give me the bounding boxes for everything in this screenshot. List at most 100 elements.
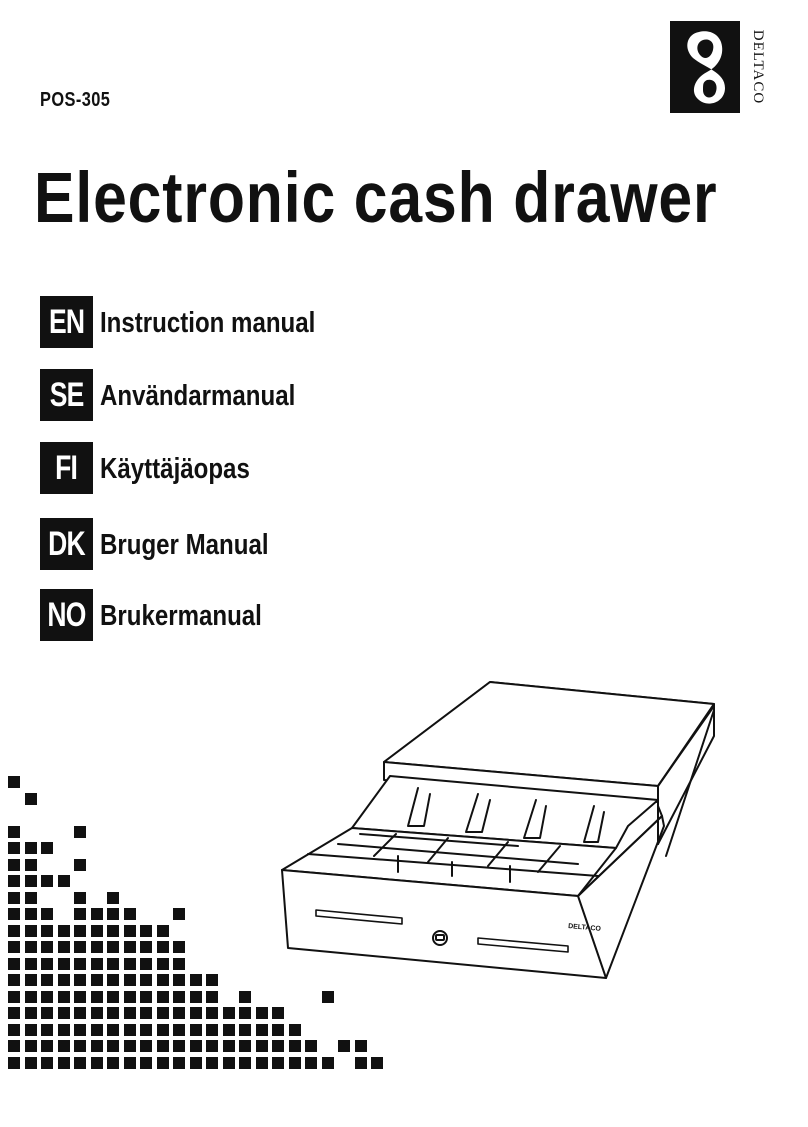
language-label: Bruger Manual: [100, 529, 269, 561]
pixel-square: [222, 1056, 235, 1069]
pixel-square: [222, 1023, 235, 1036]
pixel-square: [24, 858, 37, 871]
pixel-square: [8, 924, 20, 937]
language-code-badge: EN: [40, 296, 93, 348]
pixel-square: [74, 924, 86, 937]
pixel-square: [41, 1023, 53, 1036]
pixel-square: [156, 924, 169, 937]
language-label: Käyttäjäopas: [100, 453, 250, 485]
pixel-square: [90, 1007, 103, 1019]
pixel-square: [74, 891, 86, 904]
pixel-square: [156, 1023, 169, 1036]
logo-text: DELTACO: [750, 30, 764, 104]
pixel-square: [255, 1007, 268, 1019]
pixel-square: [272, 1007, 284, 1019]
pixel-square: [206, 1040, 218, 1052]
pixel-square: [74, 1040, 86, 1052]
pixel-square: [107, 1040, 119, 1052]
pixel-square: [8, 891, 20, 904]
pixel-square: [371, 1056, 383, 1069]
pixel-square: [173, 957, 185, 970]
pixel-square: [272, 1040, 284, 1052]
pixel-square: [107, 908, 119, 920]
pixel-square: [57, 1040, 70, 1052]
pixel-square: [74, 957, 86, 970]
pixel-square: [24, 941, 37, 953]
language-code-badge: DK: [40, 518, 93, 570]
pixel-square: [24, 957, 37, 970]
pixel-square: [74, 908, 86, 920]
pixel-square: [74, 1056, 86, 1069]
pixel-square: [8, 858, 20, 871]
pixel-square: [107, 1056, 119, 1069]
pixel-square: [57, 941, 70, 953]
pixel-square: [57, 1023, 70, 1036]
pixel-square: [123, 990, 136, 1003]
language-code-badge: FI: [40, 442, 93, 494]
pixel-square: [74, 1007, 86, 1019]
pixel-square: [90, 957, 103, 970]
pixel-square: [140, 974, 152, 986]
pixel-square: [41, 974, 53, 986]
pixel-square: [123, 1023, 136, 1036]
pixel-square: [173, 1007, 185, 1019]
pixel-square: [8, 1056, 20, 1069]
pixel-square: [189, 1056, 202, 1069]
pixel-square: [24, 1007, 37, 1019]
pixel-square: [107, 1007, 119, 1019]
pixel-square: [90, 990, 103, 1003]
pixel-square: [173, 1040, 185, 1052]
pixel-square: [140, 1023, 152, 1036]
pixel-square: [173, 1023, 185, 1036]
pixel-square: [107, 891, 119, 904]
pixel-square: [8, 776, 20, 788]
pixel-square: [354, 1056, 367, 1069]
pixel-square: [41, 875, 53, 887]
pixel-square: [107, 1023, 119, 1036]
pixel-square: [305, 1056, 317, 1069]
pixel-square: [156, 1056, 169, 1069]
pixel-square: [24, 1040, 37, 1052]
pixel-square: [90, 908, 103, 920]
pixel-square: [206, 974, 218, 986]
pixel-squares-pattern: [0, 770, 383, 1120]
pixel-square: [321, 1056, 334, 1069]
pixel-square: [255, 1040, 268, 1052]
pixel-square: [90, 941, 103, 953]
pixel-square: [189, 974, 202, 986]
pixel-square: [123, 908, 136, 920]
pixel-square: [156, 941, 169, 953]
pixel-square: [123, 1040, 136, 1052]
pixel-square: [156, 1007, 169, 1019]
pixel-square: [41, 1040, 53, 1052]
pixel-square: [90, 974, 103, 986]
pixel-square: [288, 1056, 301, 1069]
pixel-square: [57, 875, 70, 887]
pixel-square: [24, 891, 37, 904]
pixel-square: [8, 1023, 20, 1036]
pixel-square: [24, 990, 37, 1003]
pixel-square: [173, 990, 185, 1003]
pixel-square: [74, 974, 86, 986]
pixel-square: [140, 941, 152, 953]
pixel-square: [338, 1040, 350, 1052]
pixel-square: [74, 941, 86, 953]
pixel-square: [74, 858, 86, 871]
pixel-square: [140, 1040, 152, 1052]
pixel-square: [239, 1023, 251, 1036]
pixel-square: [57, 1007, 70, 1019]
pixel-square: [8, 908, 20, 920]
pixel-square: [305, 1040, 317, 1052]
pixel-square: [90, 1040, 103, 1052]
pixel-square: [41, 908, 53, 920]
drawer-brand-label: DELTACO: [568, 923, 602, 933]
pixel-square: [288, 1023, 301, 1036]
pixel-square: [41, 924, 53, 937]
pixel-square: [140, 1056, 152, 1069]
pixel-square: [90, 1023, 103, 1036]
pixel-square: [57, 990, 70, 1003]
pixel-square: [41, 1056, 53, 1069]
pixel-square: [222, 1040, 235, 1052]
pixel-square: [8, 825, 20, 838]
pixel-square: [107, 941, 119, 953]
